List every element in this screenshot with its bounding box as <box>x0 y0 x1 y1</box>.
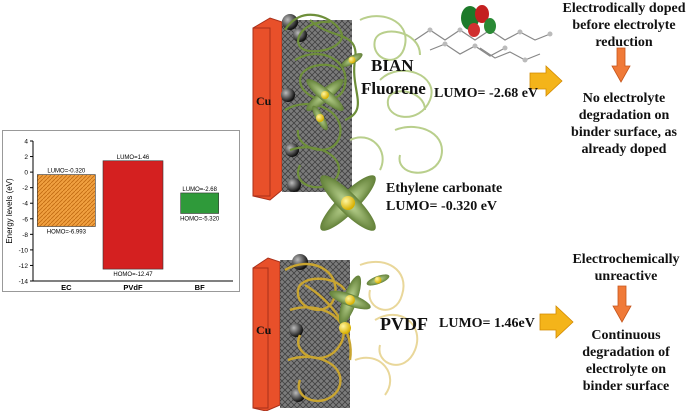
top-binder-name-line2: Fluorene <box>361 79 426 99</box>
bottom-result-text: Continuous degradation of electrolyte on… <box>570 327 682 395</box>
top-lumo-value: LUMO= -2.68 eV <box>434 86 538 102</box>
top-down-arrow <box>612 48 630 82</box>
top-result-text: No electrolyte degradation on binder sur… <box>562 90 686 158</box>
bian-fluorene-molecule-structure <box>415 5 553 63</box>
top-copper-electrode <box>253 18 282 200</box>
bottom-binder-name: PVDF <box>380 314 428 335</box>
top-state-text: Electrodically doped before electrolyte … <box>562 0 686 51</box>
bottom-lumo-value: LUMO= 1.46eV <box>439 316 535 332</box>
bottom-state-text: Electrochemically unreactive <box>570 251 682 285</box>
ec-molecule-name: Ethylene carbonate <box>386 181 502 197</box>
top-binder-name-line1: BIAN <box>371 56 414 76</box>
bottom-down-arrow <box>613 286 631 322</box>
ec-lumo-value: LUMO= -0.320 eV <box>386 199 497 215</box>
bottom-cu-label: Cu <box>256 323 271 338</box>
top-cu-label: Cu <box>256 94 271 109</box>
bottom-right-arrow <box>540 306 573 338</box>
